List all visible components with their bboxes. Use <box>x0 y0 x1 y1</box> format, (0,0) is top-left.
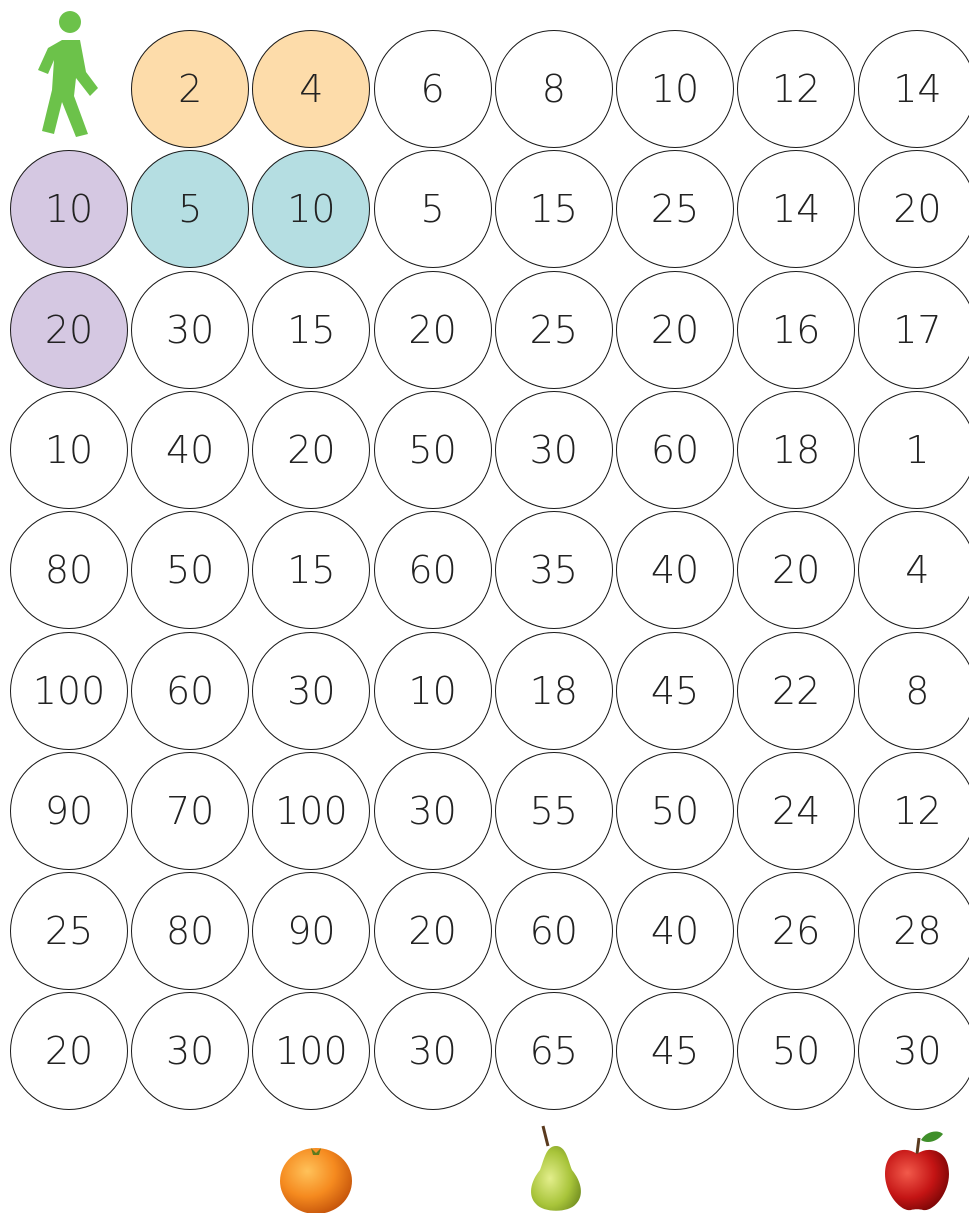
orange-icon <box>278 1140 354 1213</box>
number-circle-r5-c2[interactable]: 50 <box>131 511 249 629</box>
number-circle-r3-c1[interactable]: 20 <box>10 271 128 389</box>
number-circle-r2-c8[interactable]: 20 <box>858 150 969 268</box>
pear-icon <box>524 1124 588 1213</box>
number-circle-r1-c8[interactable]: 14 <box>858 30 969 148</box>
number-circle-r2-c1[interactable]: 10 <box>10 150 128 268</box>
number-circle-r9-c8[interactable]: 30 <box>858 992 969 1110</box>
number-circle-r9-c6[interactable]: 45 <box>616 992 734 1110</box>
number-circle-r3-c8[interactable]: 17 <box>858 271 969 389</box>
number-circle-r6-c5[interactable]: 18 <box>495 632 613 750</box>
number-circle-r4-c6[interactable]: 60 <box>616 391 734 509</box>
number-circle-r5-c5[interactable]: 35 <box>495 511 613 629</box>
number-circle-r1-c2[interactable]: 2 <box>131 30 249 148</box>
number-circle-r2-c2[interactable]: 5 <box>131 150 249 268</box>
number-circle-r7-c6[interactable]: 50 <box>616 752 734 870</box>
number-circle-r5-c4[interactable]: 60 <box>374 511 492 629</box>
number-circle-r7-c4[interactable]: 30 <box>374 752 492 870</box>
number-circle-r6-c4[interactable]: 10 <box>374 632 492 750</box>
number-circle-r5-c7[interactable]: 20 <box>737 511 855 629</box>
number-circle-r8-c5[interactable]: 60 <box>495 872 613 990</box>
number-circle-r4-c4[interactable]: 50 <box>374 391 492 509</box>
number-circle-r9-c5[interactable]: 65 <box>495 992 613 1110</box>
number-circle-r2-c4[interactable]: 5 <box>374 150 492 268</box>
number-circle-r9-c4[interactable]: 30 <box>374 992 492 1110</box>
number-circle-r6-c2[interactable]: 60 <box>131 632 249 750</box>
number-circle-r6-c1[interactable]: 100 <box>10 632 128 750</box>
number-circle-r5-c8[interactable]: 4 <box>858 511 969 629</box>
number-circle-r5-c1[interactable]: 80 <box>10 511 128 629</box>
number-circle-r6-c8[interactable]: 8 <box>858 632 969 750</box>
number-circle-r3-c5[interactable]: 25 <box>495 271 613 389</box>
number-circle-r9-c7[interactable]: 50 <box>737 992 855 1110</box>
number-circle-r8-c6[interactable]: 40 <box>616 872 734 990</box>
number-circle-r4-c2[interactable]: 40 <box>131 391 249 509</box>
number-circle-r6-c3[interactable]: 30 <box>252 632 370 750</box>
number-circle-r9-c2[interactable]: 30 <box>131 992 249 1110</box>
number-circle-r4-c8[interactable]: 1 <box>858 391 969 509</box>
number-circle-r7-c7[interactable]: 24 <box>737 752 855 870</box>
apple-icon <box>881 1128 953 1213</box>
number-circle-r3-c2[interactable]: 30 <box>131 271 249 389</box>
number-circle-r2-c6[interactable]: 25 <box>616 150 734 268</box>
number-circle-r6-c6[interactable]: 45 <box>616 632 734 750</box>
number-circle-r7-c2[interactable]: 70 <box>131 752 249 870</box>
number-circle-r1-c4[interactable]: 6 <box>374 30 492 148</box>
number-circle-r7-c5[interactable]: 55 <box>495 752 613 870</box>
number-circle-r1-c3[interactable]: 4 <box>252 30 370 148</box>
number-circle-r8-c2[interactable]: 80 <box>131 872 249 990</box>
number-circle-r9-c3[interactable]: 100 <box>252 992 370 1110</box>
number-circle-r1-c7[interactable]: 12 <box>737 30 855 148</box>
number-circle-r1-c6[interactable]: 10 <box>616 30 734 148</box>
number-circle-r4-c5[interactable]: 30 <box>495 391 613 509</box>
number-circle-r1-c5[interactable]: 8 <box>495 30 613 148</box>
number-circle-r6-c7[interactable]: 22 <box>737 632 855 750</box>
number-circle-r3-c3[interactable]: 15 <box>252 271 370 389</box>
number-circle-r3-c4[interactable]: 20 <box>374 271 492 389</box>
walking-person-icon <box>28 10 112 138</box>
number-circle-r5-c3[interactable]: 15 <box>252 511 370 629</box>
number-circle-r4-c3[interactable]: 20 <box>252 391 370 509</box>
number-circle-r3-c6[interactable]: 20 <box>616 271 734 389</box>
number-circle-r5-c6[interactable]: 40 <box>616 511 734 629</box>
number-circle-r3-c7[interactable]: 16 <box>737 271 855 389</box>
number-circle-r8-c1[interactable]: 25 <box>10 872 128 990</box>
number-circle-r9-c1[interactable]: 20 <box>10 992 128 1110</box>
number-circle-r4-c7[interactable]: 18 <box>737 391 855 509</box>
number-circle-r4-c1[interactable]: 10 <box>10 391 128 509</box>
number-circle-r7-c1[interactable]: 90 <box>10 752 128 870</box>
number-circle-r7-c3[interactable]: 100 <box>252 752 370 870</box>
number-circle-r8-c8[interactable]: 28 <box>858 872 969 990</box>
number-circle-r8-c7[interactable]: 26 <box>737 872 855 990</box>
number-circle-r2-c3[interactable]: 10 <box>252 150 370 268</box>
number-circle-r8-c3[interactable]: 90 <box>252 872 370 990</box>
number-circle-r7-c8[interactable]: 12 <box>858 752 969 870</box>
number-circle-r8-c4[interactable]: 20 <box>374 872 492 990</box>
number-circle-r2-c5[interactable]: 15 <box>495 150 613 268</box>
number-circle-r2-c7[interactable]: 14 <box>737 150 855 268</box>
